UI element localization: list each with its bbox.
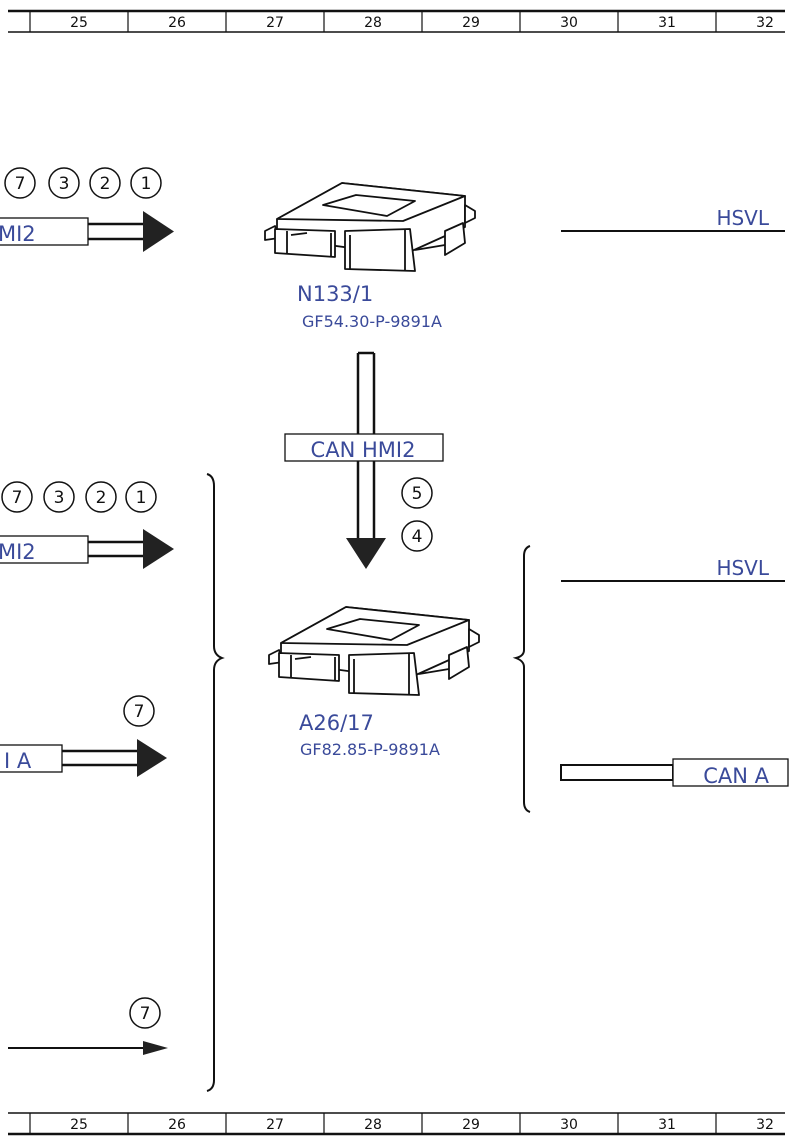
marker-circle bbox=[89, 167, 121, 199]
arrow-right-icon bbox=[143, 529, 174, 569]
bus-label-box bbox=[672, 758, 789, 787]
marker-circle bbox=[1, 481, 33, 513]
right-brace bbox=[512, 545, 531, 813]
bus-label: HSVL bbox=[716, 556, 769, 580]
marker-label: 7 bbox=[15, 174, 26, 194]
marker-label: 3 bbox=[59, 174, 70, 194]
module-ref: GF54.30-P-9891A bbox=[302, 312, 442, 331]
marker-label: 3 bbox=[54, 488, 65, 508]
module-id: N133/1 bbox=[297, 282, 373, 306]
bus-label: HSVL bbox=[716, 206, 769, 230]
bus-label: CAN A bbox=[703, 764, 769, 788]
ruler-col-25: 25 bbox=[70, 1117, 88, 1133]
marker-label: 1 bbox=[136, 488, 147, 508]
bus-label-box bbox=[0, 217, 89, 246]
marker-label: 7 bbox=[12, 488, 23, 508]
marker-group-top-left: 7 3 2 1 bbox=[4, 167, 162, 199]
marker-circle bbox=[123, 695, 155, 727]
bus-mid-left: 7 3 2 1 MI2 bbox=[0, 481, 174, 569]
bus-top-left: 7 3 2 1 MI2 bbox=[0, 167, 174, 252]
marker-circle bbox=[129, 997, 161, 1029]
ruler-col-30: 30 bbox=[560, 1117, 578, 1133]
ruler-col-27: 27 bbox=[266, 1117, 284, 1133]
ruler-col-28: 28 bbox=[364, 15, 382, 31]
arrow-right-icon bbox=[143, 211, 174, 252]
marker-circle bbox=[130, 167, 162, 199]
marker-label: 7 bbox=[140, 1004, 151, 1024]
control-unit-icon bbox=[264, 182, 476, 272]
ruler-col-30: 30 bbox=[560, 15, 578, 31]
module-ref: GF82.85-P-9891A bbox=[300, 740, 440, 759]
bus-top-right: HSVL bbox=[561, 206, 785, 232]
bus-bottom-left: 7 bbox=[8, 997, 168, 1055]
marker-circle bbox=[48, 167, 80, 199]
ruler-col-29: 29 bbox=[462, 1117, 480, 1133]
top-ruler: 25 26 27 28 29 30 31 32 bbox=[8, 9, 785, 33]
bus-vertical-can-hmi2: CAN HMI2 5 4 bbox=[284, 351, 444, 569]
bus-label: CAN HMI2 bbox=[311, 438, 416, 462]
marker-circle bbox=[4, 167, 36, 199]
bus-label: MI2 bbox=[0, 540, 36, 564]
ruler-col-32: 32 bbox=[756, 15, 774, 31]
ruler-col-26: 26 bbox=[168, 15, 186, 31]
bus-label: I A bbox=[4, 749, 32, 773]
ruler-col-28: 28 bbox=[364, 1117, 382, 1133]
bottom-ruler: 25 26 27 28 29 30 31 32 bbox=[8, 1112, 785, 1136]
module-bottom-ecu: A26/17 GF82.85-P-9891A bbox=[268, 606, 480, 759]
marker-circle bbox=[401, 520, 433, 552]
marker-label: 2 bbox=[100, 174, 111, 194]
ruler-col-29: 29 bbox=[462, 15, 480, 31]
arrow-down-icon bbox=[346, 538, 386, 569]
bus-mid-right: HSVL bbox=[561, 556, 785, 582]
marker-label: 4 bbox=[412, 527, 423, 547]
control-unit-icon bbox=[268, 606, 480, 696]
marker-circle bbox=[85, 481, 117, 513]
ruler-col-32: 32 bbox=[756, 1117, 774, 1133]
arrow-right-icon bbox=[137, 739, 167, 777]
marker-circle bbox=[43, 481, 75, 513]
ruler-col-31: 31 bbox=[658, 1117, 676, 1133]
ruler-col-25: 25 bbox=[70, 15, 88, 31]
bus-can-a-right: CAN A bbox=[560, 758, 789, 788]
ruler-col-31: 31 bbox=[658, 15, 676, 31]
bus-label-box bbox=[284, 433, 444, 462]
marker-label: 7 bbox=[134, 702, 145, 722]
marker-label: 2 bbox=[96, 488, 107, 508]
ruler-col-26: 26 bbox=[168, 1117, 186, 1133]
bus-label-box bbox=[0, 535, 89, 564]
module-top-ecu: N133/1 GF54.30-P-9891A bbox=[264, 182, 476, 331]
bus-label-box bbox=[0, 744, 63, 773]
bus-label: MI2 bbox=[0, 222, 36, 246]
marker-circle bbox=[401, 477, 433, 509]
marker-circle bbox=[125, 481, 157, 513]
arrow-right-icon bbox=[143, 1041, 168, 1055]
module-id: A26/17 bbox=[299, 711, 374, 735]
ruler-col-27: 27 bbox=[266, 15, 284, 31]
left-brace bbox=[206, 473, 225, 1092]
marker-label: 5 bbox=[412, 484, 423, 504]
marker-label: 1 bbox=[141, 174, 152, 194]
bus-can-a-left: 7 I A bbox=[0, 695, 167, 777]
